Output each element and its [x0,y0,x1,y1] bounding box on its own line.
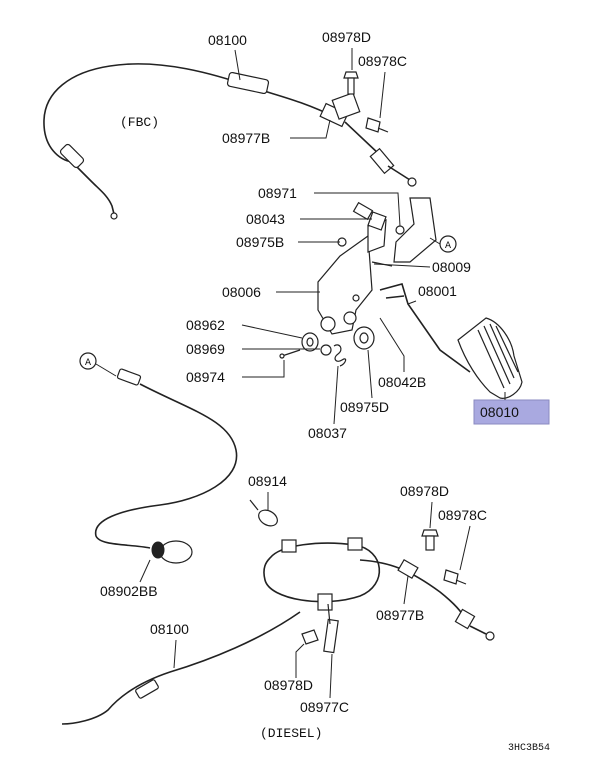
label-08006: 08006 [222,284,261,300]
label-08001: 08001 [418,283,457,299]
label-top-cable: 08100 [208,32,247,48]
label-08043: 08043 [246,211,285,227]
label-08009: 08009 [432,259,471,275]
pedal-callout-highlight[interactable]: 08010 [473,399,550,425]
bushing-parts [279,326,375,367]
label-08975d: 08975D [340,399,389,415]
label-top-bolt-d: 08978D [322,29,371,45]
ref-a-lower [79,352,97,370]
label-08975b: 08975B [236,234,284,250]
label-pedal: 08010 [480,404,519,420]
top-accelerator-cable [43,63,417,220]
label-08971: 08971 [258,185,297,201]
cable-clip-08914 [249,499,278,527]
ref-a-lower-label: A [85,358,91,369]
label-08974: 08974 [186,369,225,385]
lower-loop-cable [61,537,495,725]
label-08902bb: 08902BB [100,583,158,599]
lower-bolts [301,529,467,654]
label-fbc: (FBC) [120,115,159,130]
diagram-code: 3HC3B54 [508,743,550,754]
accelerator-pedal [457,317,523,399]
label-lower-bolt-c: 08978C [438,507,487,523]
top-bolt-c [365,117,389,133]
lower-cable-from-a [94,368,238,564]
label-08042b: 08042B [378,374,426,390]
label-08962: 08962 [186,317,225,333]
label-lower-clamp-c: 08977C [300,699,349,715]
label-lower-clamp-b: 08977B [376,607,424,623]
label-lower-bolt-d: 08978D [400,483,449,499]
label-08969: 08969 [186,341,225,357]
label-lower-cable: 08100 [150,621,189,637]
label-lower-bolt-d2: 08978D [264,677,313,693]
label-top-clamp-b: 08977B [222,130,270,146]
top-bolt-d [343,71,359,95]
label-08037: 08037 [308,425,347,441]
label-top-bolt-c: 08978C [358,53,407,69]
label-08914: 08914 [248,473,287,489]
ref-a-upper-label: A [445,241,451,252]
pedal-bracket-assembly [317,197,437,335]
label-diesel: (DIESEL) [260,726,322,741]
